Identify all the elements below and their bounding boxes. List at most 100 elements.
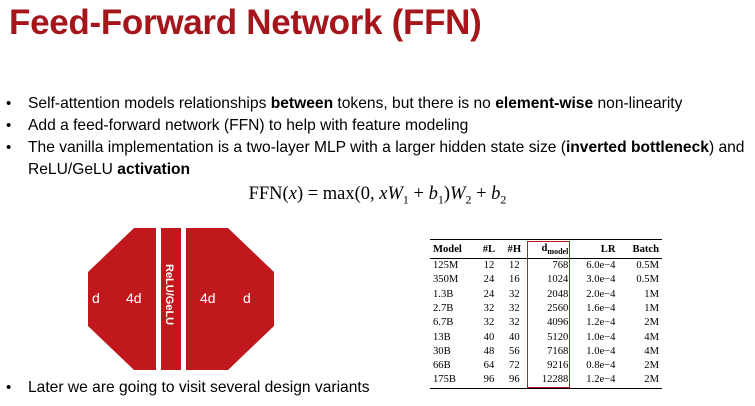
cell-lr: 2.0e−4 xyxy=(586,288,616,300)
cell-dmodel: 9216 xyxy=(547,360,569,372)
dmodel-subscript: model xyxy=(547,247,569,257)
bullet-emphasis: between xyxy=(270,95,334,112)
project-layer-shape xyxy=(186,228,274,370)
col-header-model: Model xyxy=(430,238,477,260)
cell-batch: 2M xyxy=(644,360,659,372)
cell-lr: 1.6e−4 xyxy=(586,303,616,314)
cell-model: 350M xyxy=(433,274,459,286)
cell-model: 13B xyxy=(433,331,451,343)
cell-batch: 0.5M xyxy=(636,274,659,286)
cell-batch: 0.5M xyxy=(636,260,659,272)
formula-part: FFN( xyxy=(248,184,289,204)
bullet-item: • Self-attention models relationships bet… xyxy=(6,93,751,115)
bullet-text-part: tokens, but there is no xyxy=(333,95,496,112)
formula-part: + xyxy=(408,184,429,204)
cell-dmodel: 768 xyxy=(552,260,569,272)
cell-layers: 64 xyxy=(483,360,495,372)
bullet-dot: • xyxy=(6,139,12,156)
cell-heads: 32 xyxy=(509,288,520,300)
ffn-diagram: d 4d ReLU/GeLU 4d d xyxy=(88,228,274,370)
col-header-layers: #L xyxy=(476,238,502,260)
bullet-emphasis: inverted bottleneck xyxy=(565,139,709,156)
bullet-text: The vanilla implementation is a two-laye… xyxy=(28,139,744,178)
formula-sub: 2 xyxy=(465,192,472,207)
hidden-dim-label: 4d xyxy=(126,290,142,306)
cell-layers: 32 xyxy=(483,317,495,329)
bullet-dot: • xyxy=(6,117,12,134)
bullet-text: Add a feed-forward network (FFN) to help… xyxy=(28,117,468,134)
ffn-formula: FFN(x) = max(0, xW1 + b1)W2 + b2 xyxy=(0,184,755,208)
cell-batch: 1M xyxy=(644,303,659,314)
bullet-text: Self-attention models relationships betw… xyxy=(28,95,682,112)
cell-lr: 3.0e−4 xyxy=(586,274,616,286)
cell-dmodel: 7168 xyxy=(547,345,569,357)
cell-heads: 16 xyxy=(509,274,520,286)
cell-heads: 72 xyxy=(509,360,520,372)
cell-dmodel: 5120 xyxy=(547,331,569,343)
col-header-dmodel: dmodel xyxy=(527,238,572,260)
cell-batch: 4M xyxy=(644,345,659,357)
col-header-lr: LR xyxy=(571,238,619,260)
cell-heads: 32 xyxy=(509,317,520,329)
formula-sub: 1 xyxy=(402,192,409,207)
formula-var: x xyxy=(288,184,297,204)
cell-layers: 24 xyxy=(483,274,495,286)
bullet-dot: • xyxy=(6,379,12,396)
cell-batch: 2M xyxy=(644,317,659,329)
cell-dmodel: 12288 xyxy=(527,373,572,389)
cell-heads: 96 xyxy=(501,373,528,389)
cell-batch: 1M xyxy=(644,288,659,300)
cell-layers: 40 xyxy=(483,331,495,343)
output-dim-label: d xyxy=(243,290,251,306)
formula-var: b xyxy=(428,184,438,204)
bullet-item: • Add a feed-forward network (FFN) to hel… xyxy=(6,115,751,137)
cell-model: 2.7B xyxy=(433,303,454,314)
activation-label: ReLU/GeLU xyxy=(163,264,175,325)
col-header-heads: #H xyxy=(501,238,528,260)
bullet-dot: • xyxy=(6,95,12,112)
bullet-text-part: Self-attention models relationships xyxy=(28,95,271,112)
dmodel-symbol: d xyxy=(541,243,548,254)
bullet-item: •Later we are going to visit several des… xyxy=(6,377,370,399)
cell-layers: 96 xyxy=(476,373,502,389)
bullet-text-part: ) and ReLU/GeLU xyxy=(28,139,745,178)
cell-model: 175B xyxy=(430,373,477,389)
bullet-item: • The vanilla implementation is a two-lay… xyxy=(6,137,751,181)
expand-layer-shape xyxy=(88,228,156,370)
cell-heads: 56 xyxy=(509,345,520,357)
cell-lr: 1.2e−4 xyxy=(586,317,616,329)
cell-layers: 12 xyxy=(483,260,495,272)
slide-title: Feed-Forward Network (FFN) xyxy=(9,3,482,42)
cell-model: 6.7B xyxy=(433,317,454,329)
formula-sub: 2 xyxy=(500,192,507,207)
cell-layers: 24 xyxy=(483,288,495,300)
cell-lr: 1.2e−4 xyxy=(571,373,619,389)
activation-block xyxy=(161,228,181,370)
cell-model: 30B xyxy=(433,345,451,357)
table-header-row: Model #L #H dmodel LR Batch xyxy=(430,238,662,260)
formula-part: ) = max(0, xyxy=(296,184,380,204)
cell-model: 1.3B xyxy=(433,288,454,300)
cell-layers: 48 xyxy=(483,345,495,357)
col-header-batch: Batch xyxy=(618,238,662,260)
cell-lr: 1.0e−4 xyxy=(586,331,616,343)
bullet-text-part: Add a feed-forward network (FFN) to help… xyxy=(28,117,469,134)
bullet-text-part: non-linearity xyxy=(593,95,683,112)
formula-part: + xyxy=(471,184,492,204)
hidden-dim-label: 4d xyxy=(200,290,216,306)
cell-lr: 6.0e−4 xyxy=(586,260,616,272)
bullet-list: • Self-attention models relationships bet… xyxy=(6,93,751,181)
cell-heads: 32 xyxy=(509,303,520,314)
cell-lr: 1.0e−4 xyxy=(586,345,616,357)
cell-batch: 2M xyxy=(618,373,662,389)
bullet-emphasis: element-wise xyxy=(495,95,594,112)
